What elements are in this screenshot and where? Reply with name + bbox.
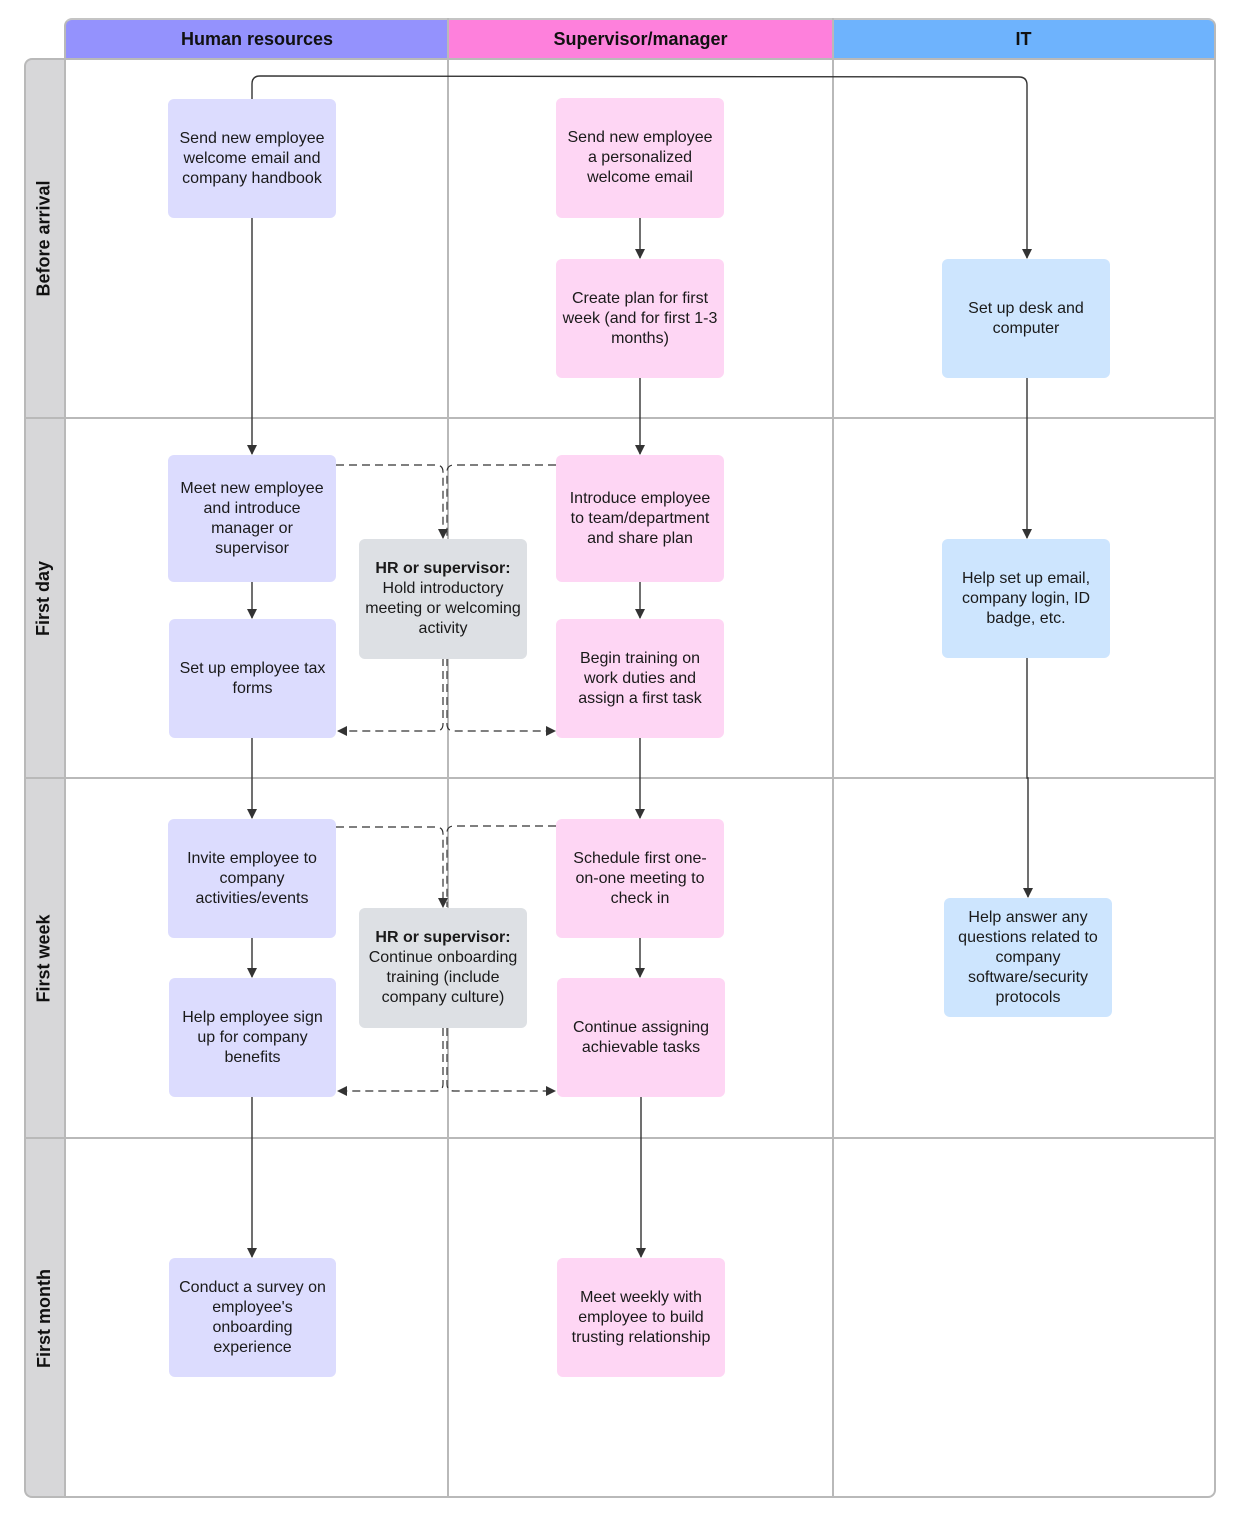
step-text: Help employee sign up for company benefi… xyxy=(182,1008,323,1066)
step-sup-tasks[interactable]: Continue assigning achievable tasks xyxy=(557,978,725,1097)
stage-divider xyxy=(24,417,1216,419)
step-hr-invite[interactable]: Invite employee to company activities/ev… xyxy=(168,819,336,938)
step-shared-onboarding-training[interactable]: HR or supervisor: Continue onboarding tr… xyxy=(359,908,527,1028)
stage-label-first-day: First day xyxy=(24,418,64,778)
step-sup-schedule[interactable]: Schedule first one-on-one meeting to che… xyxy=(556,819,724,938)
stage-divider xyxy=(24,1137,1216,1139)
step-hr-meet[interactable]: Meet new employee and introduce manager … xyxy=(168,455,336,582)
lane-header-it: IT xyxy=(833,18,1216,58)
step-text: Help set up email, company login, ID bad… xyxy=(961,569,1091,627)
step-text: Invite employee to company activities/ev… xyxy=(187,849,317,907)
lane-title-supervisor: Supervisor/manager xyxy=(553,28,728,49)
stage-label-before-arrival: Before arrival xyxy=(24,58,64,418)
step-text: Hold introductory meeting or welcoming a… xyxy=(365,580,521,637)
step-text: Send new employee a personalized welcome… xyxy=(567,129,713,186)
step-text: Create plan for first week (and for firs… xyxy=(562,289,718,347)
step-text: Send new employee welcome email and comp… xyxy=(179,129,325,187)
stage-divider xyxy=(24,777,1216,779)
step-hr-benefits[interactable]: Help employee sign up for company benefi… xyxy=(169,978,336,1097)
step-hr-survey[interactable]: Conduct a survey on employee's onboardin… xyxy=(169,1258,336,1377)
step-text: Meet new employee and introduce manager … xyxy=(180,479,324,557)
step-role-label: HR or supervisor: xyxy=(375,560,511,577)
step-hr-welcome-email[interactable]: Send new employee welcome email and comp… xyxy=(168,99,336,218)
step-text: Set up desk and computer xyxy=(968,299,1084,337)
stage-text-first-week: First week xyxy=(33,913,54,1003)
step-it-questions[interactable]: Help answer any questions related to com… xyxy=(944,898,1112,1017)
step-sup-weekly[interactable]: Meet weekly with employee to build trust… xyxy=(557,1258,725,1377)
step-text: Help answer any questions related to com… xyxy=(958,908,1098,1006)
step-text: Meet weekly with employee to build trust… xyxy=(571,1288,711,1346)
step-shared-intro-meeting[interactable]: HR or supervisor: Hold introductory meet… xyxy=(359,539,527,659)
lane-divider xyxy=(447,18,449,1498)
step-sup-create-plan[interactable]: Create plan for first week (and for firs… xyxy=(556,259,724,378)
stage-text-first-day: First day xyxy=(33,560,54,636)
step-text: Continue assigning achievable tasks xyxy=(572,1018,710,1056)
step-sup-introduce[interactable]: Introduce employee to team/department an… xyxy=(556,455,724,582)
lane-divider xyxy=(832,18,834,1498)
step-sup-training[interactable]: Begin training on work duties and assign… xyxy=(556,619,724,738)
step-it-desk[interactable]: Set up desk and computer xyxy=(942,259,1110,378)
step-sup-personal-email[interactable]: Send new employee a personalized welcome… xyxy=(556,98,724,218)
step-text: Begin training on work duties and assign… xyxy=(578,649,702,707)
step-it-email[interactable]: Help set up email, company login, ID bad… xyxy=(942,539,1110,658)
step-text: Conduct a survey on employee's onboardin… xyxy=(179,1278,326,1356)
stage-label-first-month: First month xyxy=(24,1138,64,1498)
step-text: Set up employee tax forms xyxy=(179,659,326,697)
lane-header-hr: Human resources xyxy=(64,18,448,58)
lane-title-hr: Human resources xyxy=(180,28,334,49)
step-text: Introduce employee to team/department an… xyxy=(569,489,711,547)
step-text: Schedule first one-on-one meeting to che… xyxy=(573,849,707,907)
stage-label-first-week: First week xyxy=(24,778,64,1138)
stage-text-first-month: First month xyxy=(33,1268,54,1368)
lane-header-supervisor: Supervisor/manager xyxy=(448,18,833,58)
step-role-label: HR or supervisor: xyxy=(375,929,511,946)
step-hr-tax[interactable]: Set up employee tax forms xyxy=(169,619,336,738)
stage-text-before-arrival: Before arrival xyxy=(33,179,54,297)
step-text: Continue onboarding training (include co… xyxy=(368,949,518,1006)
lane-title-it: IT xyxy=(1015,28,1032,49)
